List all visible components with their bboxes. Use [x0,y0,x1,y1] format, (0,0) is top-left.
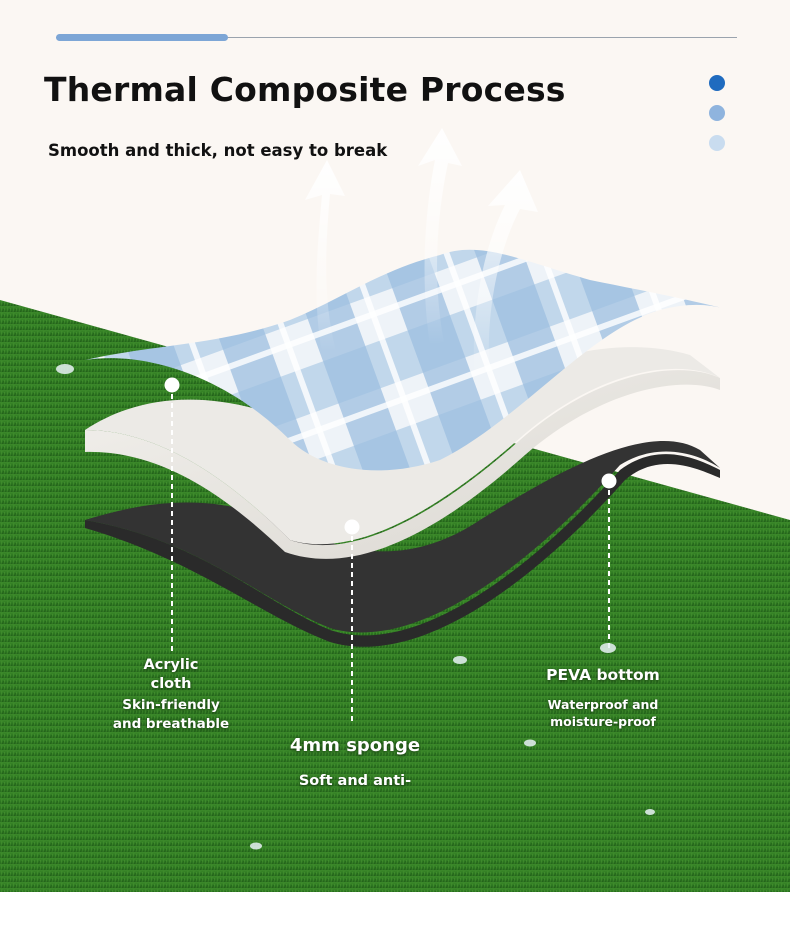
acrylic-desc-line1: Skin-friendly [122,697,220,713]
header-accent-bar [56,34,228,41]
pagination-dot-1[interactable] [709,75,725,91]
peva-label: PEVA bottom Waterproof and moisture-proo… [528,664,678,730]
pagination-dot-3[interactable] [709,135,725,151]
peva-desc-line2: moisture-proof [550,714,656,729]
sponge-pointer [344,519,360,722]
acrylic-desc-line2: and breathable [112,716,230,732]
page-title: Thermal Composite Process [44,70,566,109]
pagination-dot-2[interactable] [709,105,725,121]
airflow-arrows-icon [305,128,538,380]
page-subtitle: Smooth and thick, not easy to break [48,141,388,160]
acrylic-title-line2: cloth [150,676,192,692]
acrylic-pointer [164,377,180,652]
peva-pointer [601,473,617,650]
sponge-label: 4mm sponge Soft and anti- [270,733,440,791]
peva-desc-line1: Waterproof and [547,697,659,712]
acrylic-cloth-layer [85,249,722,471]
sponge-desc-line1: Soft and anti- [298,773,412,789]
acrylic-label: Acrylic cloth Skin-friendly and breathab… [96,656,246,734]
bottom-band [0,892,790,949]
header-rule [56,37,737,38]
peva-title: PEVA bottom [546,666,660,684]
water-droplets [56,364,655,850]
sponge-title: 4mm sponge [289,735,421,756]
acrylic-title-line1: Acrylic [143,657,199,673]
sponge-layer [85,370,720,559]
